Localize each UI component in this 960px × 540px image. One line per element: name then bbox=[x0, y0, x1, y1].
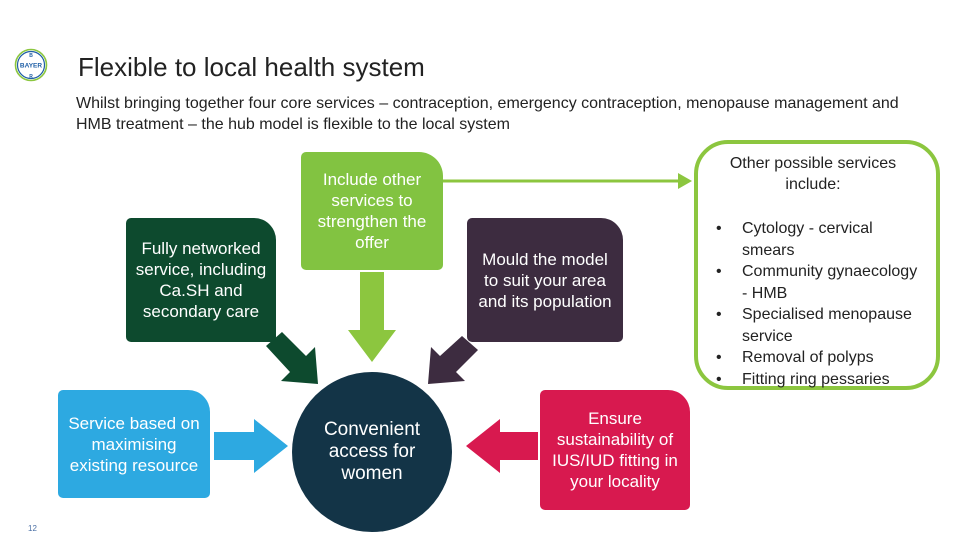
arrow-to-panel-head bbox=[678, 173, 692, 189]
arrow-include-down bbox=[348, 272, 396, 362]
arrow-ensure-left bbox=[466, 419, 538, 473]
other-services-list: Cytology - cervical smears Community gyn… bbox=[712, 218, 926, 390]
list-item: Fitting ring pessaries bbox=[712, 369, 926, 391]
arrow-service-right bbox=[214, 419, 288, 473]
logo-ring-inner bbox=[16, 50, 46, 80]
page-title: Flexible to local health system bbox=[78, 52, 425, 82]
list-item: Specialised menopause service bbox=[712, 304, 926, 347]
page-subtitle: Whilst bringing together four core servi… bbox=[76, 95, 899, 133]
logo-ring-outer bbox=[14, 48, 48, 82]
page-number: 12 bbox=[28, 524, 37, 533]
networked-service-box: Fully networked service, including Ca.SH… bbox=[126, 218, 276, 342]
logo-letter-top: B bbox=[29, 53, 33, 59]
bayer-logo: BAYER B R bbox=[14, 48, 48, 82]
other-services-heading: Other possible services include: bbox=[729, 155, 897, 193]
logo-letter-bottom: R bbox=[29, 74, 33, 80]
arrow-networked-diagonal bbox=[266, 332, 318, 384]
arrow-mould-diagonal bbox=[428, 336, 478, 384]
mould-model-box: Mould the model to suit your area and it… bbox=[467, 218, 623, 342]
service-based-box: Service based on maximising existing res… bbox=[58, 390, 210, 498]
convenient-access-circle: Convenient access for women bbox=[292, 372, 452, 532]
logo-text-horizontal: BAYER bbox=[20, 63, 42, 70]
list-item: Cytology - cervical smears bbox=[712, 218, 926, 261]
list-item: Community gynaecology - HMB bbox=[712, 261, 926, 304]
list-item: Removal of polyps bbox=[712, 347, 926, 369]
ensure-sustainability-box: Ensure sustainability of IUS/IUD fitting… bbox=[540, 390, 690, 510]
include-other-box: Include other services to strengthen the… bbox=[301, 152, 443, 270]
